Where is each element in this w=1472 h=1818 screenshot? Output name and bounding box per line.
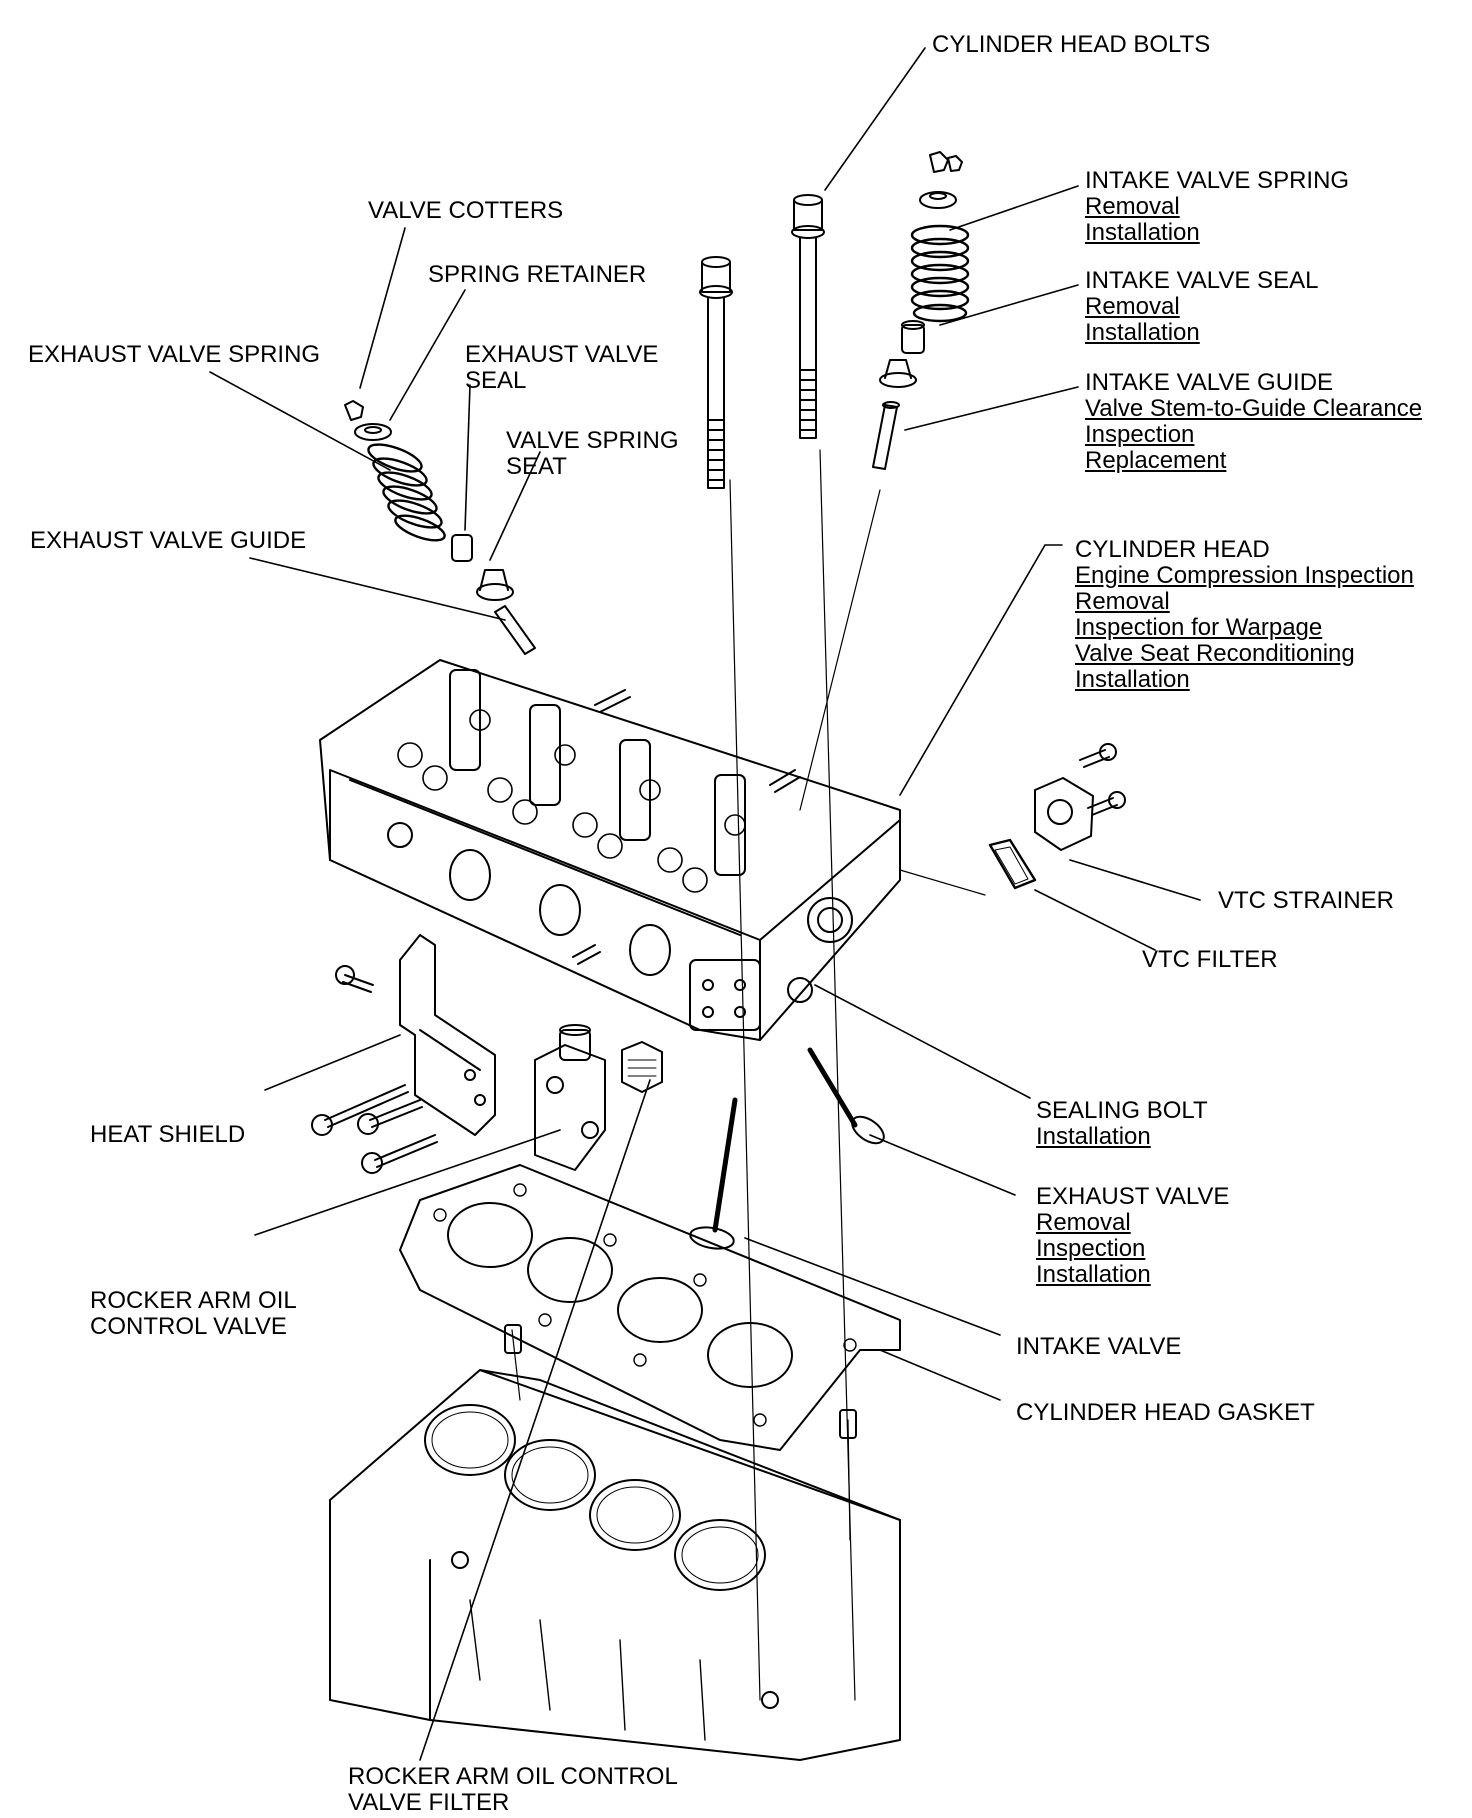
link-installation[interactable]: Installation (1075, 666, 1190, 693)
label-title-line-2: SEAL (465, 367, 527, 394)
link-removal[interactable]: Removal (1085, 293, 1180, 320)
link-inspection[interactable]: Inspection (1036, 1235, 1146, 1262)
valves-drawing (689, 1047, 885, 1250)
label-exhaust-valve-spring: EXHAUST VALVE SPRING (28, 342, 320, 368)
link-inspection[interactable]: Inspection (1085, 421, 1195, 448)
label-valve-cotters: VALVE COTTERS (368, 198, 563, 224)
label-exhaust-valve: EXHAUST VALVE Removal Inspection Install… (1036, 1184, 1229, 1288)
link-removal[interactable]: Removal (1036, 1209, 1131, 1236)
link-inspection-for-warpage[interactable]: Inspection for Warpage (1075, 614, 1323, 641)
label-title: EXHAUST VALVE GUIDE (30, 527, 307, 554)
link-installation[interactable]: Installation (1085, 219, 1200, 246)
label-title: VTC STRAINER (1218, 887, 1395, 914)
link-valve-seat-reconditioning[interactable]: Valve Seat Reconditioning (1075, 640, 1355, 667)
label-title: HEAT SHIELD (90, 1121, 246, 1148)
label-title: INTAKE VALVE SEAL (1085, 267, 1319, 294)
vtc-parts (899, 743, 1126, 896)
label-title-line-1: ROCKER ARM OIL CONTROL (348, 1763, 678, 1790)
engine-block-drawing (329, 1369, 901, 1761)
label-title: VALVE COTTERS (368, 197, 564, 224)
label-valve-spring-seat: VALVE SPRING SEAT (506, 428, 679, 480)
label-rocker-arm-oil-control-valve: ROCKER ARM OIL CONTROL VALVE (90, 1288, 297, 1340)
label-title: EXHAUST VALVE SPRING (28, 341, 321, 368)
link-installation[interactable]: Installation (1036, 1123, 1151, 1150)
label-exhaust-valve-guide: EXHAUST VALVE GUIDE (30, 528, 306, 554)
intake-valve-parts (872, 151, 970, 470)
cylinder-head-bolts-drawing (699, 194, 825, 489)
link-replacement[interactable]: Replacement (1085, 447, 1227, 474)
label-title: CYLINDER HEAD BOLTS (932, 31, 1211, 58)
link-installation[interactable]: Installation (1036, 1261, 1151, 1288)
link-engine-compression-inspection[interactable]: Engine Compression Inspection (1075, 562, 1414, 589)
label-sealing-bolt: SEALING BOLT Installation (1036, 1098, 1208, 1150)
label-title: SPRING RETAINER (428, 261, 647, 288)
exhaust-valve-parts (344, 400, 536, 655)
label-title: CYLINDER HEAD (1075, 536, 1270, 563)
label-spring-retainer: SPRING RETAINER (428, 262, 646, 288)
label-title-line-2: VALVE FILTER (348, 1789, 510, 1816)
label-title-line-2: CONTROL VALVE (90, 1313, 287, 1340)
label-vtc-filter: VTC FILTER (1142, 947, 1278, 973)
label-vtc-strainer: VTC STRAINER (1218, 888, 1394, 914)
label-intake-valve: INTAKE VALVE (1016, 1334, 1181, 1360)
label-rocker-arm-oil-control-valve-filter: ROCKER ARM OIL CONTROL VALVE FILTER (348, 1764, 678, 1816)
label-title: SEALING BOLT (1036, 1097, 1208, 1124)
link-removal[interactable]: Removal (1075, 588, 1170, 615)
label-title-line-1: VALVE SPRING (506, 427, 679, 454)
label-exhaust-valve-seal: EXHAUST VALVE SEAL (465, 342, 658, 394)
label-title: CYLINDER HEAD GASKET (1016, 1399, 1315, 1426)
cylinder-head-drawing (319, 659, 901, 1041)
label-title: EXHAUST VALVE (1036, 1183, 1230, 1210)
heat-shield-drawing (311, 934, 496, 1174)
label-title-line-2: SEAT (506, 453, 567, 480)
rocker-arm-oil-control-valve-drawing (534, 1024, 663, 1171)
label-heat-shield: HEAT SHIELD (90, 1122, 245, 1148)
link-removal[interactable]: Removal (1085, 193, 1180, 220)
label-intake-valve-seal: INTAKE VALVE SEAL Removal Installation (1085, 268, 1318, 346)
label-title: INTAKE VALVE GUIDE (1085, 369, 1334, 396)
link-installation[interactable]: Installation (1085, 319, 1200, 346)
label-intake-valve-spring: INTAKE VALVE SPRING Removal Installation (1085, 168, 1349, 246)
label-title-line-1: ROCKER ARM OIL (90, 1287, 297, 1314)
label-cylinder-head-bolts: CYLINDER HEAD BOLTS (932, 32, 1210, 58)
label-title: INTAKE VALVE (1016, 1333, 1182, 1360)
label-cylinder-head: CYLINDER HEAD Engine Compression Inspect… (1075, 537, 1414, 693)
cylinder-head-gasket-drawing (399, 1164, 901, 1451)
label-title-line-1: EXHAUST VALVE (465, 341, 659, 368)
label-intake-valve-guide: INTAKE VALVE GUIDE Valve Stem-to-Guide C… (1085, 370, 1422, 474)
label-title: INTAKE VALVE SPRING (1085, 167, 1350, 194)
leader-lines (209, 47, 1201, 1761)
label-cylinder-head-gasket: CYLINDER HEAD GASKET (1016, 1400, 1315, 1426)
link-valve-stem-to-guide-clearance[interactable]: Valve Stem-to-Guide Clearance (1085, 395, 1423, 422)
label-title: VTC FILTER (1142, 946, 1278, 973)
